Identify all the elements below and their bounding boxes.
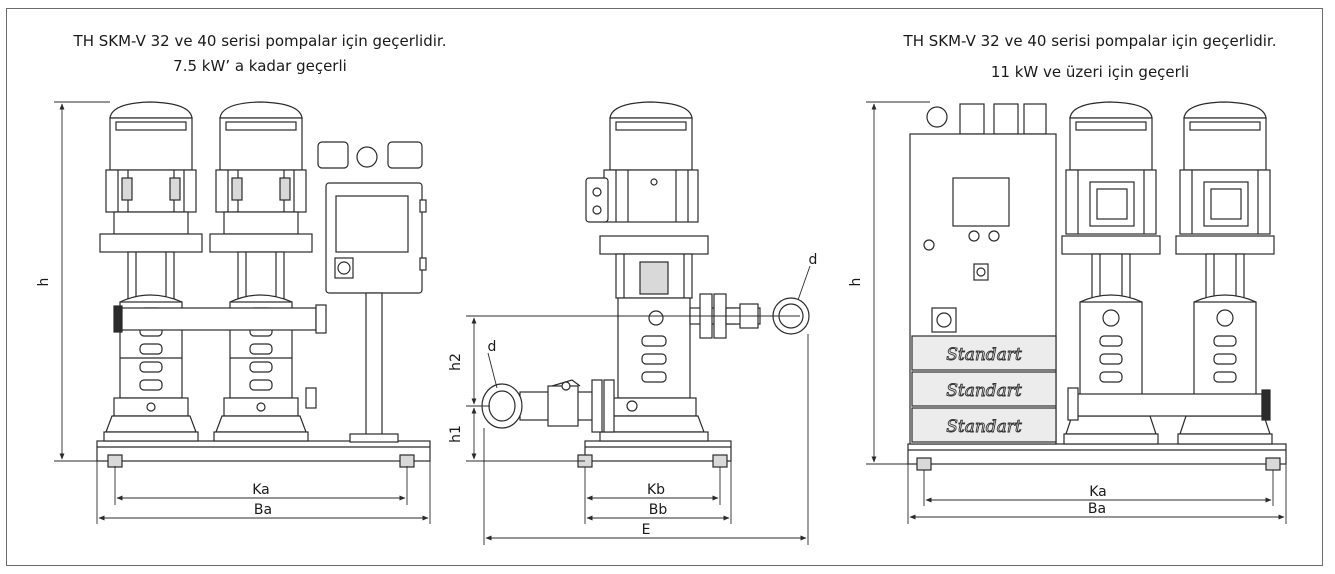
left-pump-2 bbox=[209, 101, 313, 442]
dim-bb: Bb bbox=[649, 502, 668, 518]
brand-plate-3: Standart bbox=[946, 417, 1022, 437]
right-pump-1 bbox=[1061, 101, 1161, 445]
dim-ka-right: Ka bbox=[1089, 484, 1107, 500]
right-pump-2 bbox=[1175, 101, 1275, 445]
dimension-lines bbox=[54, 101, 1287, 545]
left-control-box bbox=[317, 141, 427, 443]
side-suction-pipe bbox=[481, 379, 615, 433]
left-pump-1 bbox=[99, 101, 203, 442]
brand-plate-2: Standart bbox=[946, 381, 1022, 401]
right-note-line1: TH SKM-V 32 ve 40 serisi pompalar için g… bbox=[903, 32, 1277, 50]
dim-h-right: h bbox=[848, 278, 864, 287]
dim-kb: Kb bbox=[647, 482, 665, 498]
left-note-line1: TH SKM-V 32 ve 40 serisi pompalar için g… bbox=[73, 32, 447, 50]
dim-ka-left: Ka bbox=[252, 482, 270, 498]
dimension-labels: h Ka Ba h2 h1 d d Kb Bb E h Ka Ba bbox=[36, 252, 1107, 538]
right-pump-unit bbox=[907, 101, 1287, 471]
brand-plate-1: Standart bbox=[946, 345, 1022, 365]
dim-d-discharge: d bbox=[809, 252, 818, 268]
dim-e: E bbox=[642, 522, 651, 538]
left-pump-unit bbox=[96, 101, 431, 468]
left-note-line2: 7.5 kW’ a kadar geçerli bbox=[173, 57, 347, 75]
dim-ba-left: Ba bbox=[254, 502, 272, 518]
drawing-frame bbox=[6, 8, 1323, 566]
dim-h2: h2 bbox=[448, 353, 464, 371]
dim-h1: h1 bbox=[448, 425, 464, 443]
right-note-line2: 11 kW ve üzeri için geçerli bbox=[990, 63, 1190, 81]
dim-d-suction: d bbox=[488, 339, 497, 355]
brand-nameplates: Standart Standart Standart bbox=[946, 345, 1023, 438]
dim-h-left: h bbox=[36, 278, 52, 287]
dim-ba-right: Ba bbox=[1088, 501, 1106, 517]
side-view-unit bbox=[481, 101, 810, 468]
